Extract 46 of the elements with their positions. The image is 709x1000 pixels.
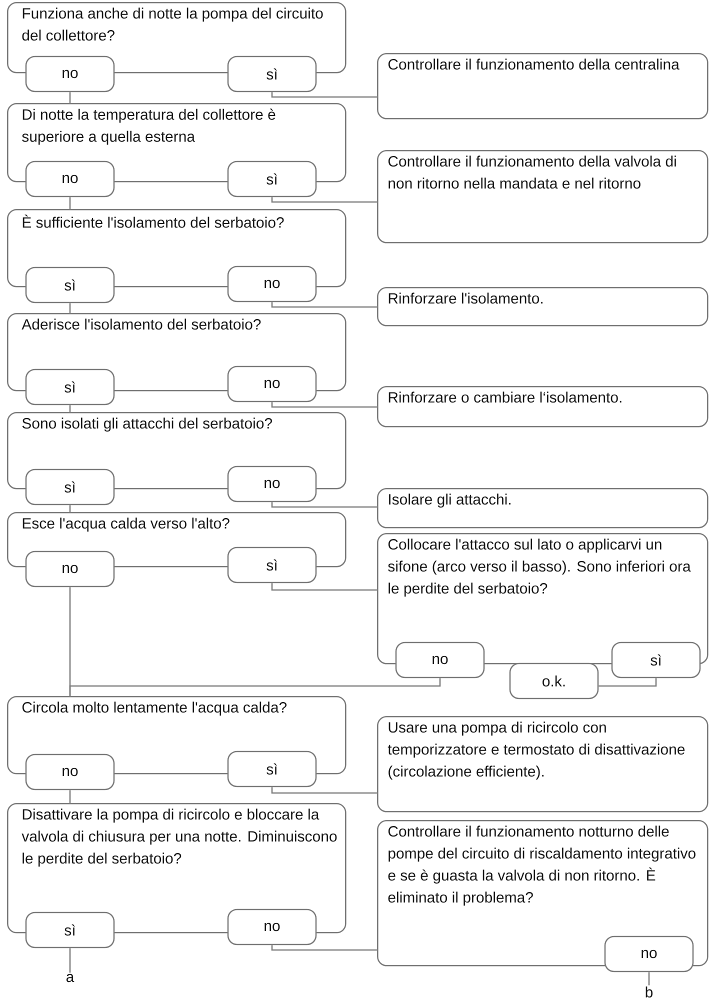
answer-box: Controllare il funzionamento della centralina <box>377 53 708 120</box>
connector-line <box>271 787 377 794</box>
connector-line <box>69 505 71 512</box>
connector-line <box>271 502 377 508</box>
answer-pill: sì <box>227 750 317 788</box>
answer-pill: no <box>395 642 485 678</box>
connector-line <box>69 948 71 973</box>
answer-pill: no <box>227 366 317 402</box>
answer-pill: sì <box>611 642 701 678</box>
answer-pill: sì <box>227 56 317 92</box>
answer-pill: no <box>25 550 115 588</box>
answer-box: Rinforzare o cambiare l‘isolamento. <box>377 386 708 428</box>
answer-pill: sì <box>25 266 115 304</box>
connector-line <box>271 302 377 308</box>
answer-pill: no <box>227 466 317 502</box>
answer-pill: sì <box>227 546 317 584</box>
reference-letter: b <box>646 986 653 998</box>
connector-line <box>69 92 71 103</box>
answer-pill: no <box>604 936 694 972</box>
connector-line <box>271 945 377 951</box>
reference-letter: a <box>66 974 74 982</box>
answer-pill: sì <box>25 912 115 948</box>
answer-pill: no <box>25 56 115 92</box>
connector-line <box>271 583 377 591</box>
answer-pill: no <box>227 266 317 302</box>
answer-pill: no <box>25 160 115 198</box>
connector-line <box>598 678 657 687</box>
connector-line <box>69 790 71 803</box>
connector-line <box>648 972 650 986</box>
connector-line <box>69 678 441 696</box>
answer-pill: sì <box>25 468 115 506</box>
answer-pill: no <box>25 754 115 790</box>
answer-box: Rinforzare l'isolamento. <box>377 287 708 326</box>
answer-pill: o.k. <box>509 662 599 700</box>
answer-pill: no <box>227 908 317 946</box>
connector-line <box>271 402 377 408</box>
connector-line <box>69 405 71 412</box>
answer-pill: sì <box>25 368 115 406</box>
answer-pill: sì <box>227 160 317 198</box>
connector-line <box>69 303 71 313</box>
answer-box: Usare una pompa di ricircolo con temporizzatore e termostato di disattivazione (circolazione efficiente). <box>377 716 708 812</box>
connector-line <box>271 197 377 203</box>
answer-box: Controllare il funzionamento della valvola di non ritorno nella mandata e nel ritorno <box>377 150 708 244</box>
answer-box: Isolare gli attacchi. <box>377 488 708 528</box>
connector-line <box>69 197 71 209</box>
connector-line <box>271 92 377 98</box>
